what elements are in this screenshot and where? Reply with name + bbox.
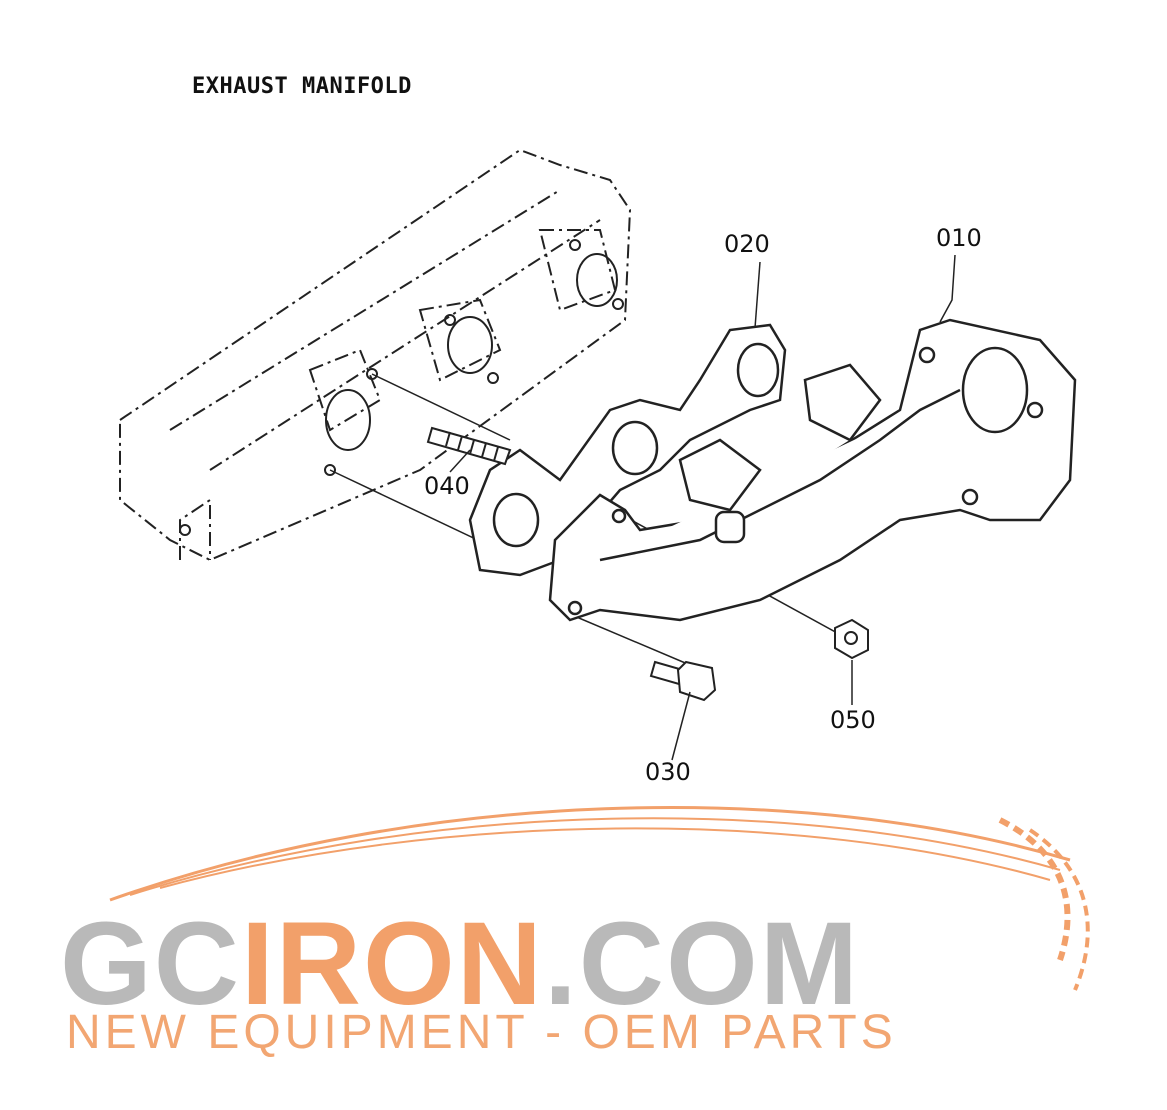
stud-040 xyxy=(426,426,512,466)
engine-block xyxy=(119,148,632,562)
callout-010: 010 xyxy=(936,224,982,252)
nut-050 xyxy=(834,618,869,660)
callout-030: 030 xyxy=(645,758,691,786)
callout-040: 040 xyxy=(424,472,470,500)
engine-ports xyxy=(179,239,624,536)
logo-part-com: .COM xyxy=(544,898,861,1030)
callout-050: 050 xyxy=(830,706,876,734)
diagram-title: EXHAUST MANIFOLD xyxy=(192,74,412,99)
bolt-030 xyxy=(649,660,717,702)
logo-swoosh xyxy=(109,806,1090,991)
callout-020: 020 xyxy=(724,230,770,258)
logo-part-iron: IRON xyxy=(241,898,544,1030)
logo-part-gc: GC xyxy=(60,898,241,1030)
manifold-010 xyxy=(548,318,1077,622)
leader-lines xyxy=(449,254,956,761)
logo-tagline: NEW EQUIPMENT - OEM PARTS xyxy=(66,1006,897,1059)
gciron-logo: GCIRON.COM xyxy=(60,905,990,1023)
